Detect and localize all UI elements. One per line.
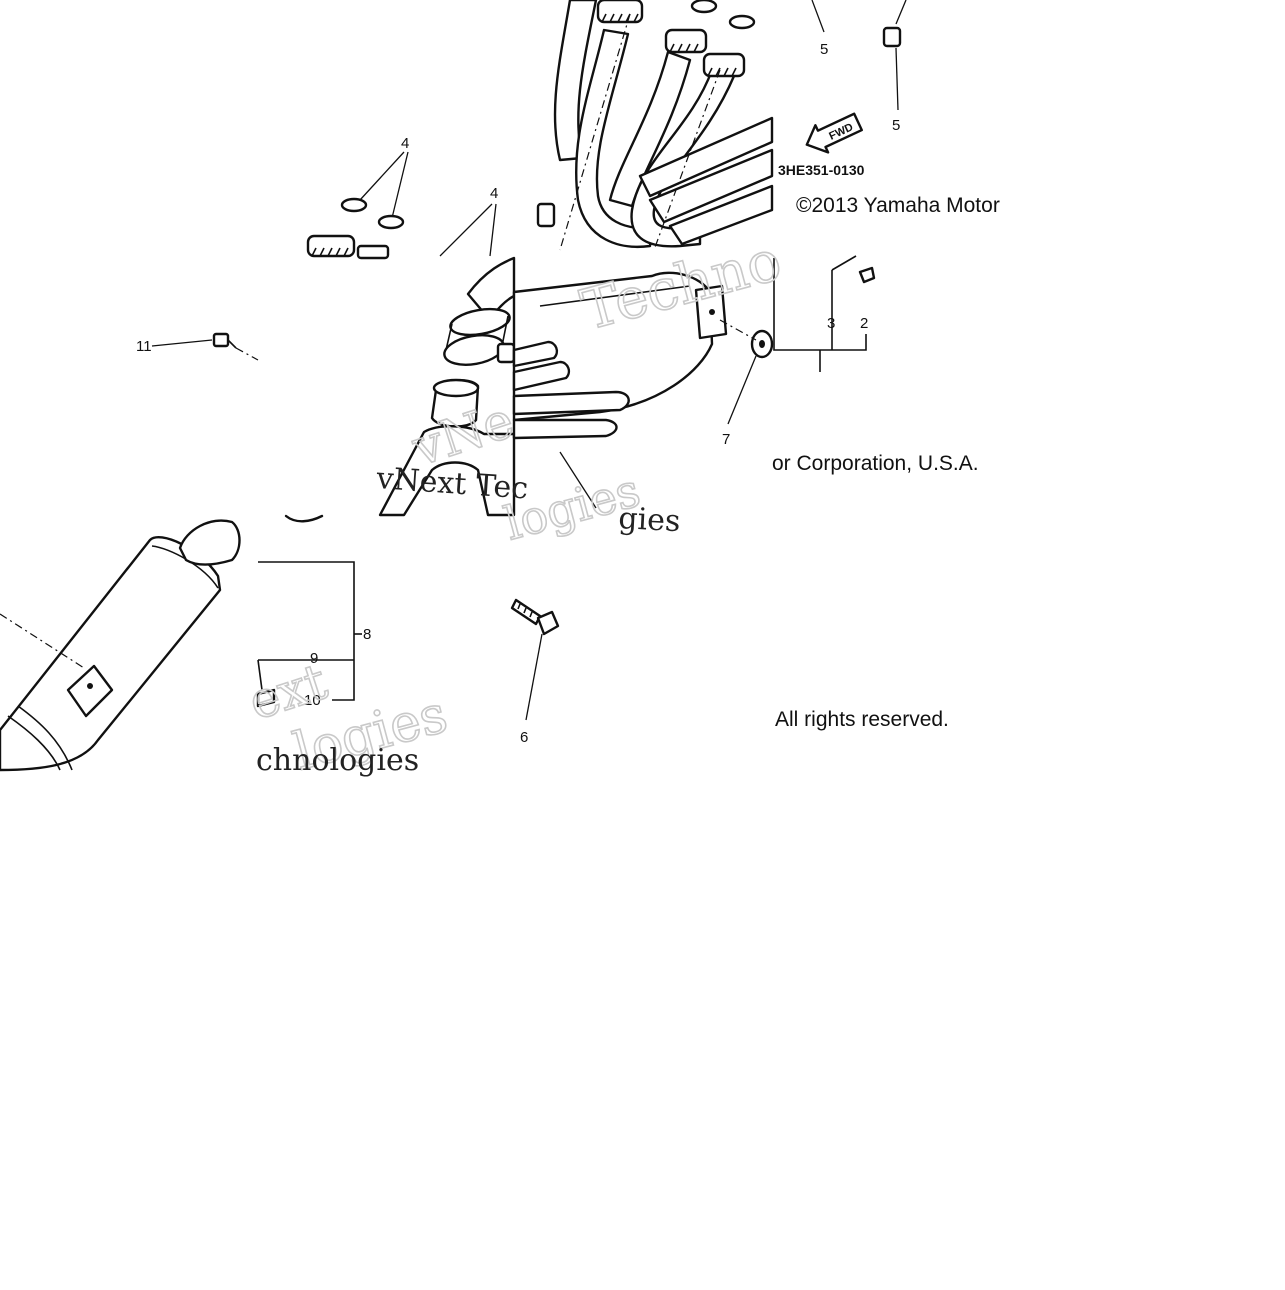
svg-text:chnologies: chnologies [256,743,419,778]
pipe-flange-group [596,0,746,78]
svg-text:2: 2 [860,315,868,332]
part-code: 3HE351-0130 [778,162,865,178]
left-flange-group: 4 4 [306,135,498,260]
exhaust-clamp-icon [443,307,516,366]
svg-text:gies: gies [618,501,682,539]
exhaust-header-pipes [536,0,774,251]
svg-text:8: 8 [363,626,371,643]
exhaust-collector: 7 [378,256,774,517]
pipe-sleeve-icon [536,202,556,228]
bracket-callouts: 3 2 [773,255,876,372]
svg-text:4: 4 [490,185,498,202]
svg-text:9: 9 [310,650,318,667]
svg-text:7: 7 [722,431,730,448]
small-bolt-icon [858,266,876,284]
svg-text:10: 10 [304,692,321,709]
bracket-callouts-lower: 8 9 10 [256,514,371,709]
copyright-line-1: ©2013 Yamaha Motor [796,194,1000,217]
bolt-icon [212,332,230,348]
svg-text:3: 3 [827,315,835,332]
bolt-callout-6: 6 [510,598,560,746]
forward-arrow-icon: FWD [805,112,863,154]
muffler [0,519,241,772]
svg-text:11: 11 [136,338,152,355]
gasket-callouts: 5 5 [811,0,907,134]
bolt-callout-11: 11 [136,332,259,361]
svg-text:5: 5 [820,41,828,58]
svg-text:5: 5 [892,117,900,134]
hex-bolt-icon [536,610,560,636]
svg-text:6: 6 [520,729,528,746]
copyright-line-2: or Corporation, U.S.A. [772,452,979,475]
svg-text:4: 4 [401,135,409,152]
copyright-line-3: All rights reserved. [775,708,949,731]
